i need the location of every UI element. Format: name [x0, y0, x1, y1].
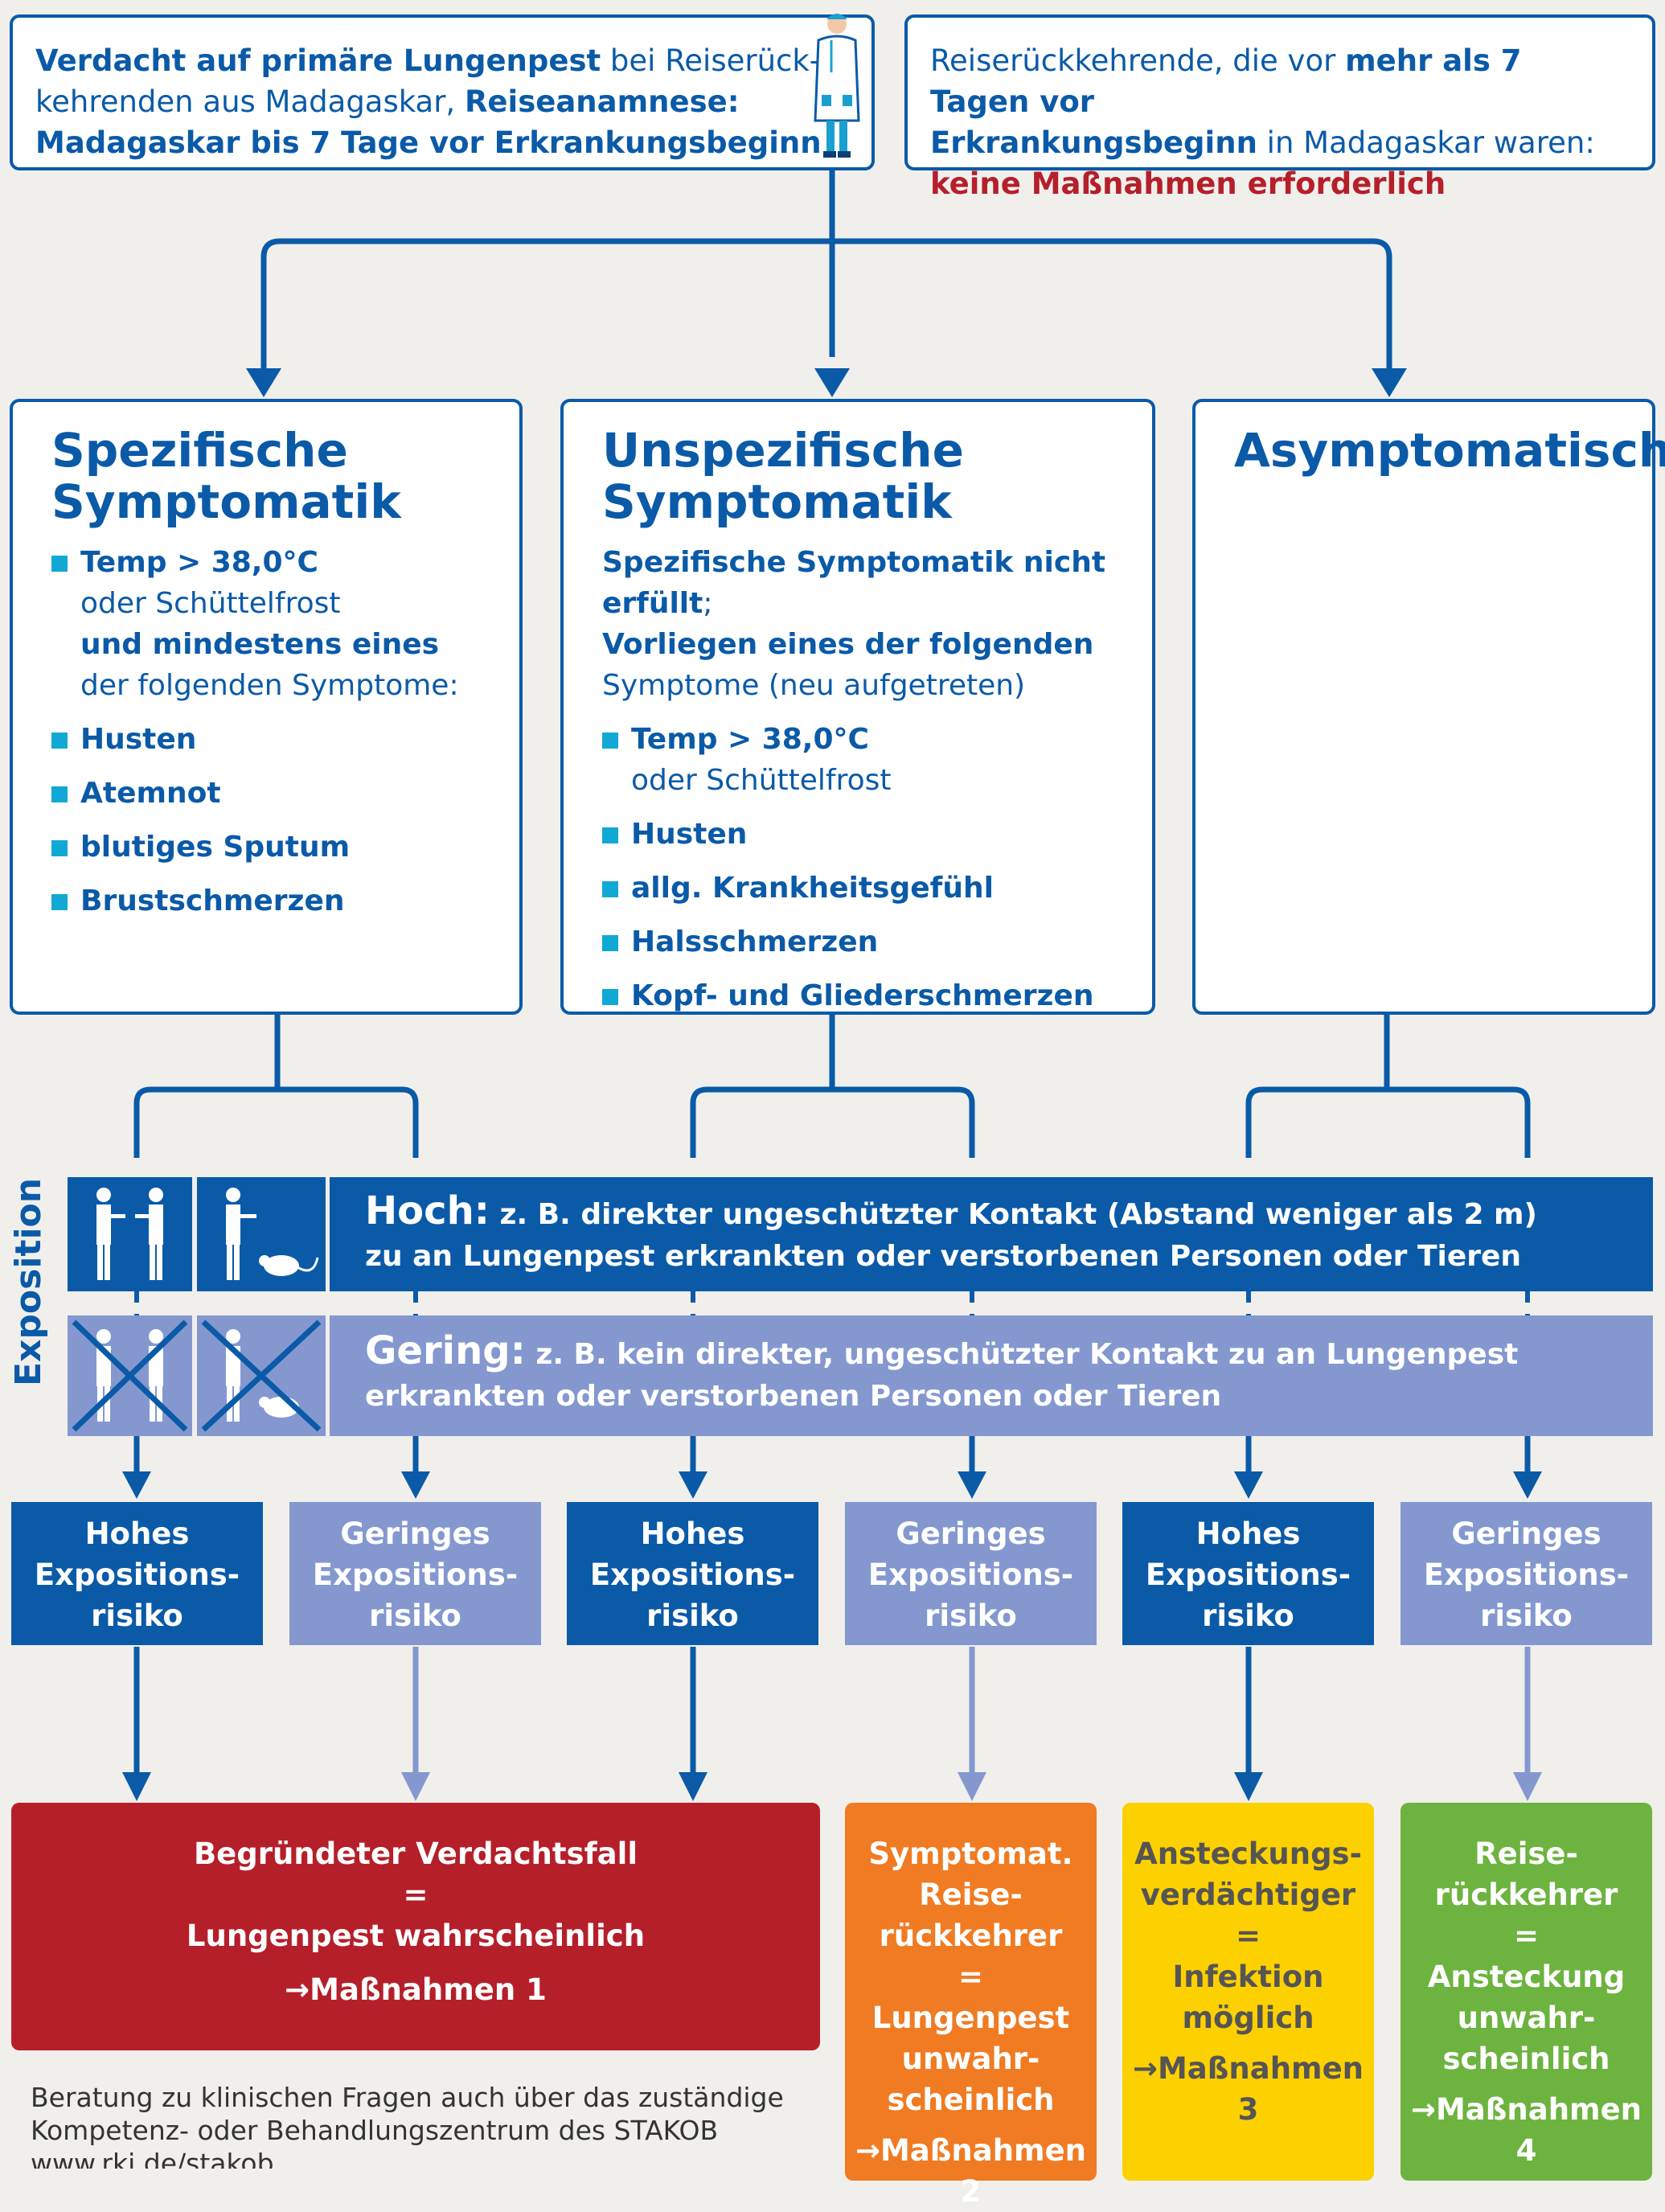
high-exposure-bar: Hoch: z. B. direkter ungeschützter Konta…	[330, 1177, 1653, 1291]
icon-no-animal-contact	[197, 1315, 326, 1436]
suspicion-rest: bei Reiserück-	[601, 43, 821, 78]
measures-4-link: Maßnahmen 4	[1435, 2092, 1642, 2168]
arrow-icon: →	[855, 2133, 880, 2168]
person-rat-icon	[226, 1188, 319, 1280]
measures-1-link: Maßnahmen 1	[310, 1972, 547, 2007]
icon-no-person-contact	[68, 1315, 192, 1436]
specific-title2: Symptomatik	[51, 474, 401, 529]
icon-animal-contact	[197, 1177, 326, 1291]
high-exposure-line1: z. B. direkter ungeschützter Kontakt (Ab…	[499, 1198, 1538, 1231]
asymptomatic-title: Asymptomatisch	[1234, 423, 1665, 478]
no-measures-bold2: Erkrankungsbeginn	[930, 125, 1257, 160]
unspecific-item: Kopf- und Gliederschmerzen	[602, 975, 1113, 1016]
icon-person-contact	[68, 1177, 192, 1291]
no-measures-bold1: mehr als 7 Tagen vor	[930, 43, 1522, 119]
specific-item: Husten	[51, 719, 481, 760]
measures-3-link: Maßnahmen 3	[1157, 2051, 1364, 2127]
unspecific-item: Halsschmerzen	[602, 921, 1113, 962]
no-measures-line1: Reiserückkehrende, die vor	[930, 43, 1346, 78]
footnote-line1: Beratung zu klinischen Fragen auch über …	[31, 2082, 784, 2113]
no-person-contact-icon	[72, 1319, 188, 1432]
travel-history-label: Reiseanamnese:	[464, 84, 740, 119]
high-exposure-line2: zu an Lungenpest erkrankten oder verstor…	[365, 1240, 1522, 1273]
footnote-link: www.rki.de/stakob	[31, 2148, 274, 2169]
no-measures-result: keine Maßnahmen erforderlich	[930, 166, 1446, 201]
suspicion-box: Verdacht auf primäre Lungenpest bei Reis…	[10, 14, 875, 170]
exposition-label: Exposition	[8, 1177, 49, 1386]
footnote: Beratung zu klinischen Fragen auch über …	[31, 2081, 818, 2169]
suspicion-bold: Verdacht auf primäre Lungenpest	[35, 43, 601, 78]
specific-bullet-temp: Temp > 38,0°C oder Schüttelfrost und min…	[51, 542, 481, 706]
suspicion-line2: kehrenden aus Madagaskar,	[35, 84, 465, 119]
no-person-rat-icon	[201, 1319, 322, 1432]
unspecific-item: Husten	[602, 814, 1113, 855]
specific-temp: Temp > 38,0°C	[80, 546, 318, 579]
arrow-icon: →	[1410, 2092, 1436, 2127]
footnote-line2: Kompetenz- oder Behandlungszentrum des S…	[31, 2115, 719, 2146]
doctor-icon	[814, 14, 860, 158]
travel-history-value: Madagaskar bis 7 Tage vor Erkrankungsbeg…	[35, 125, 822, 160]
low-exposure-word: Gering:	[365, 1328, 526, 1373]
no-measures-box: Reiserückkehrende, die vor mehr als 7 Ta…	[904, 14, 1655, 201]
arrow-icon: →	[1132, 2051, 1158, 2086]
measures-2-link: Maßnahmen 2	[880, 2133, 1087, 2209]
no-measures-line2: in Madagaskar waren:	[1257, 125, 1595, 160]
specific-and-one: und mindestens eines	[80, 628, 440, 661]
low-exposure-bar: Gering: z. B. kein direkter, ungeschützt…	[330, 1315, 1653, 1436]
specific-following: der folgenden Symptome:	[80, 669, 459, 702]
specific-chills: oder Schüttelfrost	[80, 587, 341, 620]
high-exposure-word: Hoch:	[365, 1188, 490, 1233]
person-contact-icon	[96, 1188, 163, 1280]
unspecific-title2: Symptomatik	[602, 474, 952, 529]
low-exposure-line1: z. B. kein direkter, ungeschützter Konta…	[535, 1338, 1519, 1371]
unspecific-intro: Spezifische Symptomatik nicht erfüllt; V…	[602, 546, 1106, 702]
arrow-icon: →	[285, 1972, 310, 2007]
specific-title1: Spezifische	[51, 423, 348, 478]
specific-item: blutiges Sputum	[51, 827, 481, 868]
asymptomatic-box: Asymptomatisch	[1192, 399, 1665, 1015]
outcome-suspected-case: Begründeter Verdachtsfall=Lungenpest wah…	[11, 1803, 820, 2050]
low-exposure-line2: erkrankten oder verstorbenen Personen od…	[365, 1380, 1222, 1413]
specific-item: Brustschmerzen	[51, 880, 481, 921]
unspecific-title1: Unspezifische	[602, 423, 964, 478]
unspecific-item: allg. Krankheitsgefühl	[602, 868, 1113, 909]
specific-item: Atemnot	[51, 773, 481, 814]
